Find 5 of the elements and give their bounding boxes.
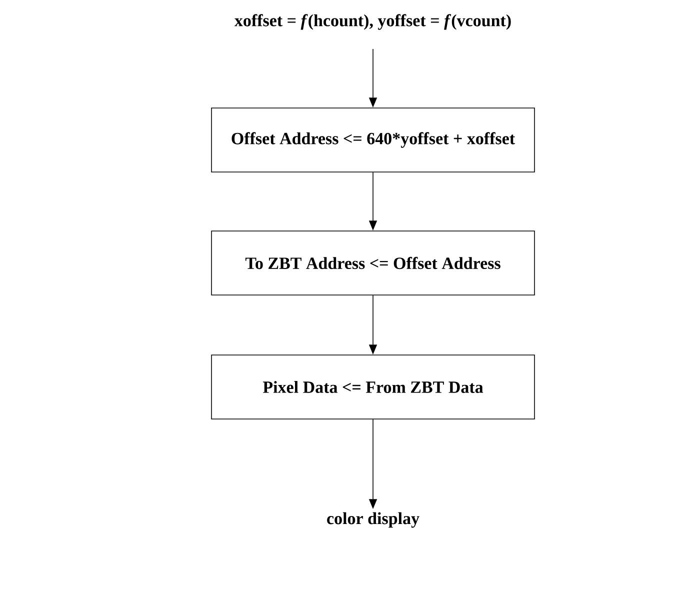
text-label: xoffset = f(hcount), yoffset = f(vcount) (234, 14, 511, 30)
text-label: color display (327, 512, 420, 528)
process-box: Pixel Data <= From ZBT Data (211, 354, 535, 420)
process-box: To ZBT Address <= Offset Address (211, 230, 535, 296)
process-box: Offset Address <= 640*yoffset + xoffset (211, 108, 535, 172)
